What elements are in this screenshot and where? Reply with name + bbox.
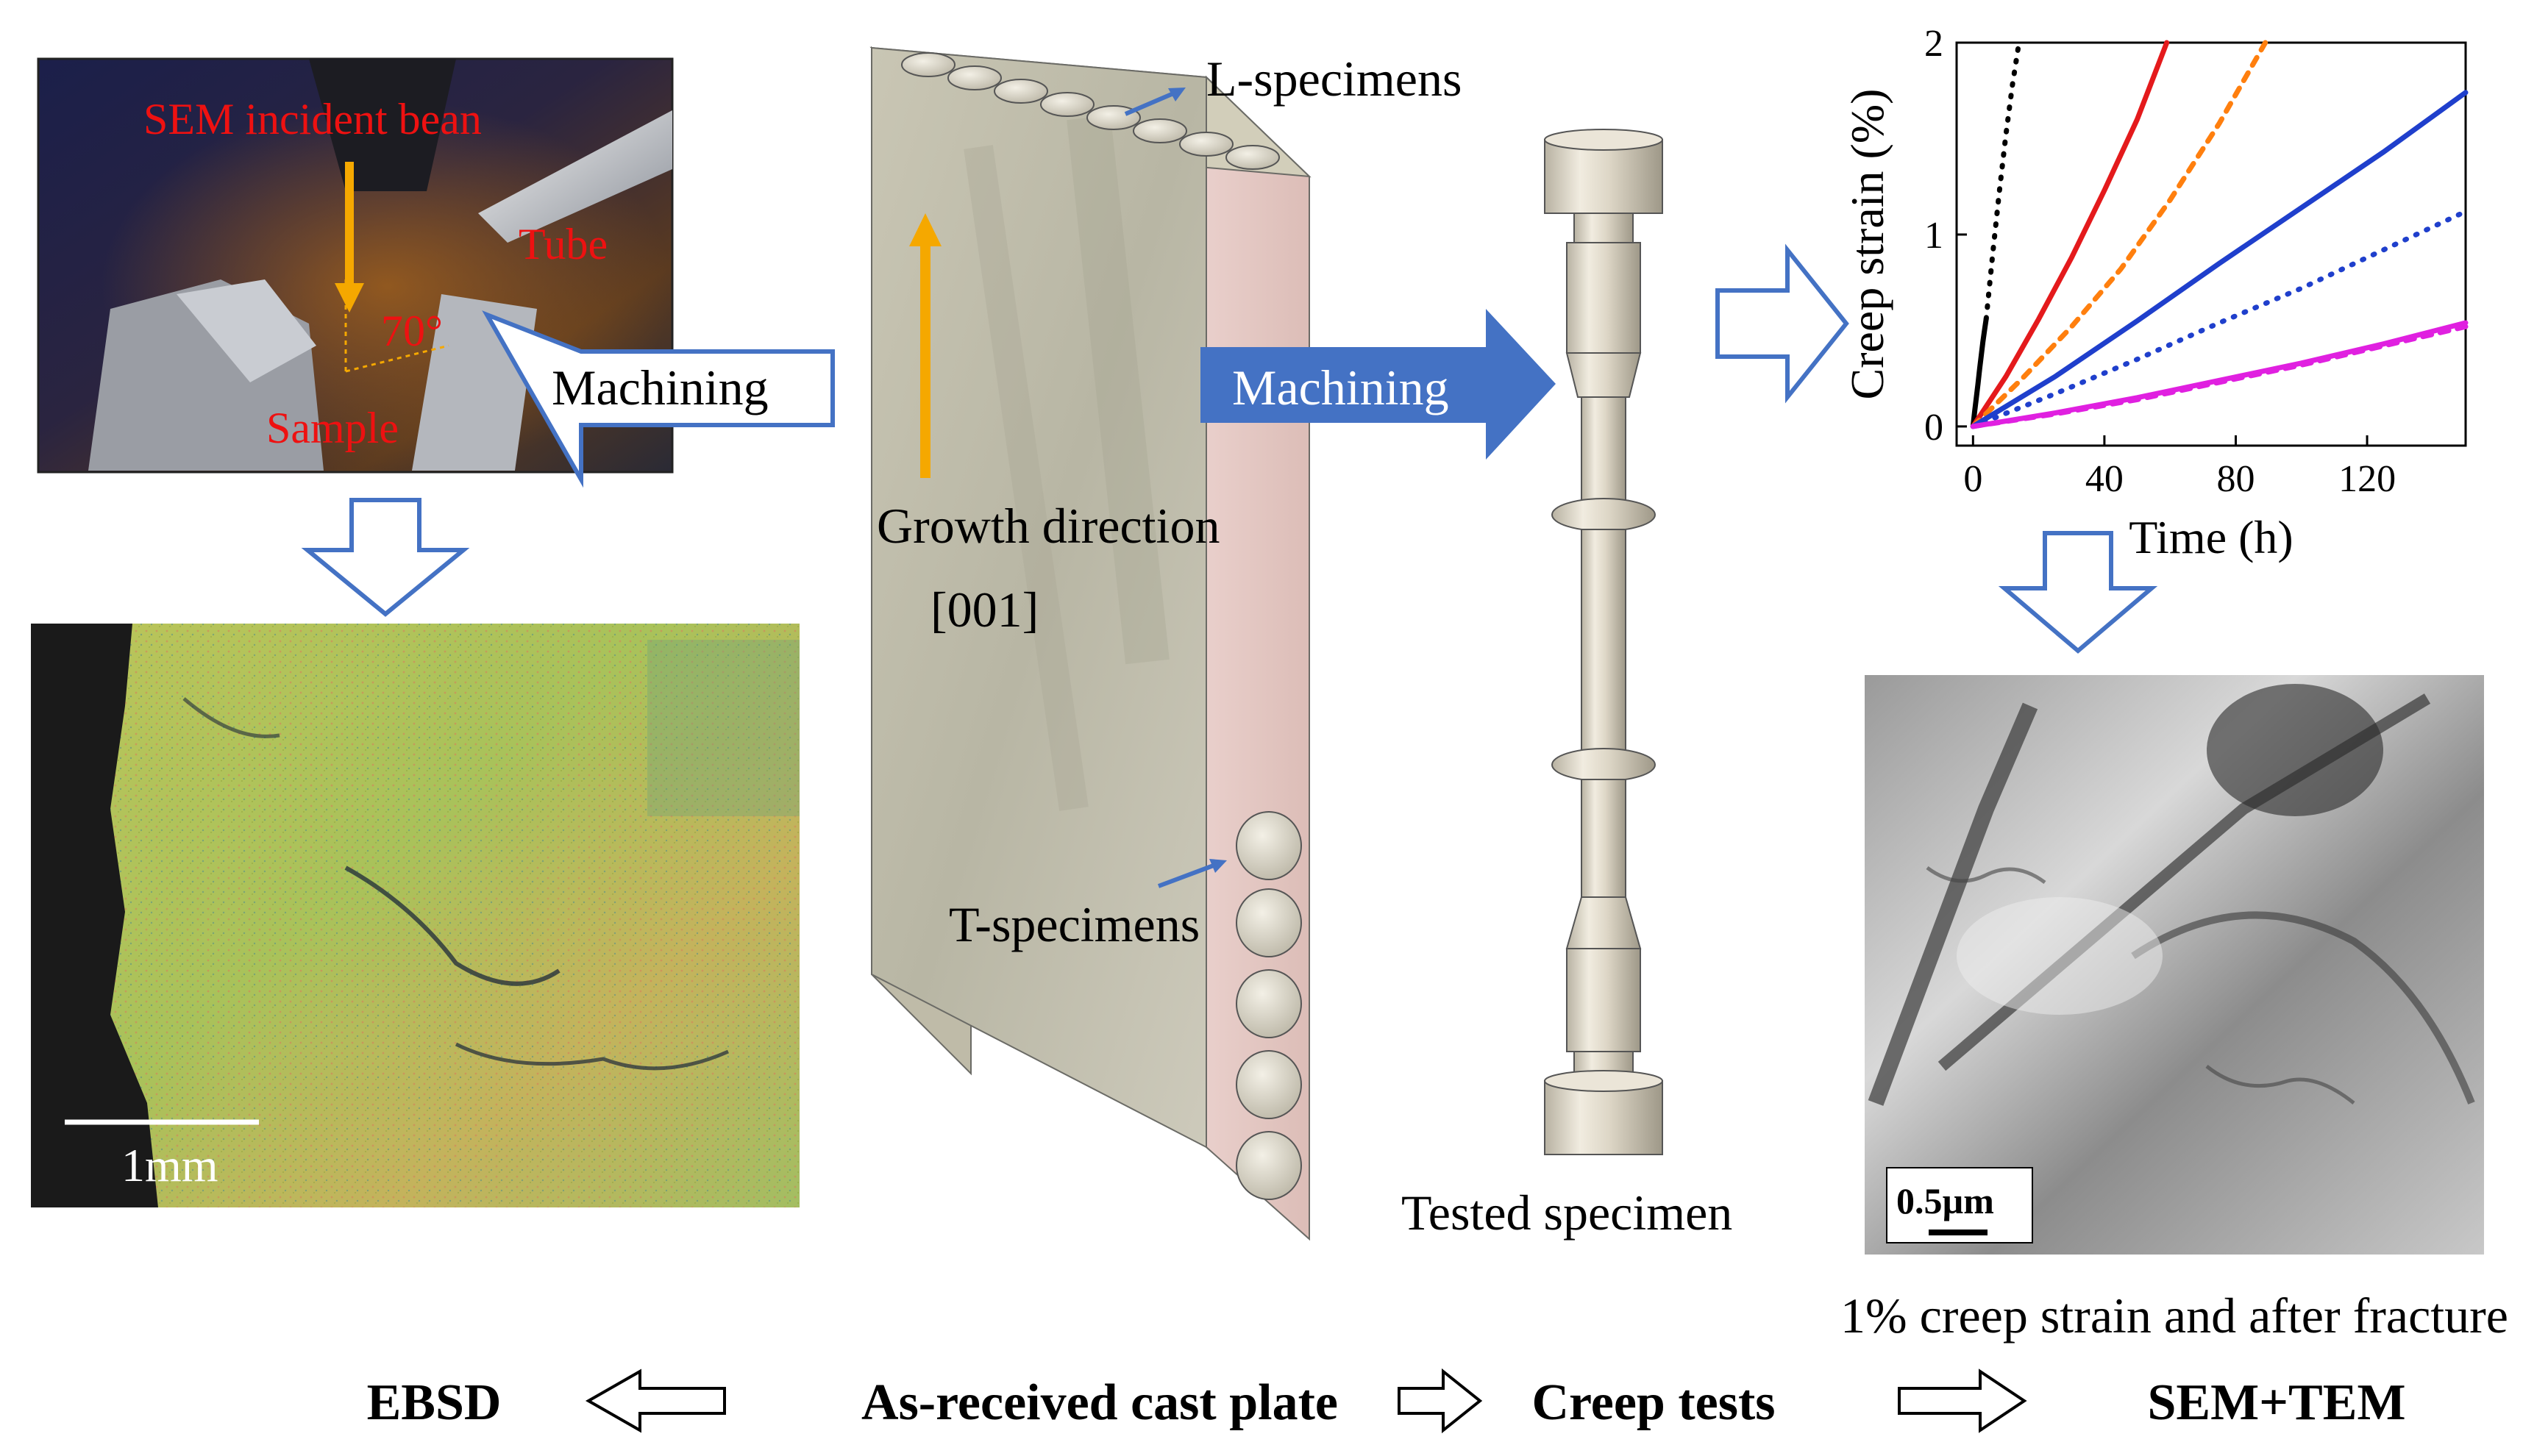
sem-angle-label: 70°: [381, 307, 443, 355]
workflow-step-ebsd: EBSD: [367, 1374, 502, 1431]
l-specimens-label: L-specimens: [1206, 51, 1462, 107]
workflow-arrow-right-2: [1898, 1368, 2027, 1433]
down-arrow-chart: [1998, 531, 2158, 654]
growth-arrow-head: [909, 213, 942, 246]
sem-tube-label: Tube: [519, 220, 608, 268]
workflow-arrow-left: [585, 1368, 726, 1433]
machining-arrow-right: Machining: [1200, 309, 1556, 460]
x-tick-label: 0: [1963, 458, 1982, 500]
series-line-5: [1970, 209, 2469, 429]
tube-detector-shape: [478, 110, 672, 243]
y-tick-label: 1: [1924, 215, 1943, 257]
workflow-step-sem-tem: SEM+TEM: [2147, 1374, 2405, 1431]
ebsd-map: 1mm: [31, 624, 800, 1207]
beam-arrow-head: [335, 283, 364, 313]
t-specimens-label: T-specimens: [949, 896, 1200, 952]
sem-sample-label: Sample: [266, 404, 399, 452]
series-line-4: [1970, 90, 2469, 429]
series-line-7: [1970, 324, 2469, 429]
workflow-arrow-right-1: [1398, 1368, 1483, 1434]
series-line-0: [1970, 316, 1989, 429]
workflow-row: EBSD As-received cast plate Creep tests …: [367, 1368, 2406, 1434]
growth-index-label: [001]: [930, 582, 1039, 638]
series-line-1: [1983, 40, 2022, 322]
workflow-step-plate: As-received cast plate: [861, 1374, 1338, 1431]
sem-beam-label: SEM incident bean: [143, 95, 482, 143]
machining-arrow-left: Machining: [482, 310, 835, 488]
x-tick-label: 120: [2338, 458, 2396, 500]
tem-image: 0.5µm: [1865, 675, 2484, 1255]
y-tick-label: 0: [1924, 407, 1943, 449]
tem-caption: 1% creep strain and after fracture: [1840, 1288, 2508, 1343]
ebsd-scale-label: 1mm: [121, 1139, 218, 1191]
t-specimen-holes: [1236, 811, 1302, 1200]
workflow-step-creep: Creep tests: [1531, 1374, 1775, 1431]
series-line-2: [1970, 40, 2170, 429]
chart-x-axis-label: Time (h): [2129, 511, 2293, 563]
machining-left-label: Machining: [552, 360, 769, 415]
y-tick-label: 2: [1924, 23, 1943, 65]
x-tick-label: 80: [2216, 458, 2255, 500]
machining-right-label: Machining: [1232, 360, 1449, 415]
x-tick-label: 40: [2085, 458, 2124, 500]
chart-y-axis-label: Creep strain (%): [1841, 89, 1893, 400]
chart-plot-frame: [1955, 41, 2467, 447]
tem-scale-label: 0.5µm: [1896, 1180, 1994, 1221]
tested-specimen-label: Tested specimen: [1401, 1185, 1732, 1241]
creep-chart: 0 40 80 120 0 1 2 Time (h) Creep strain (%): [1841, 23, 2469, 563]
down-arrow-sem: [301, 498, 470, 617]
tested-specimen: Tested specimen: [1401, 129, 1732, 1241]
cast-plate: Growth direction [001] L-specimens T-spe…: [869, 46, 1462, 1241]
arrow-to-chart: [1715, 243, 1849, 404]
series-line-3: [1970, 40, 2268, 429]
l-specimen-holes: [901, 52, 1280, 170]
growth-direction-label: Growth direction: [877, 498, 1220, 554]
